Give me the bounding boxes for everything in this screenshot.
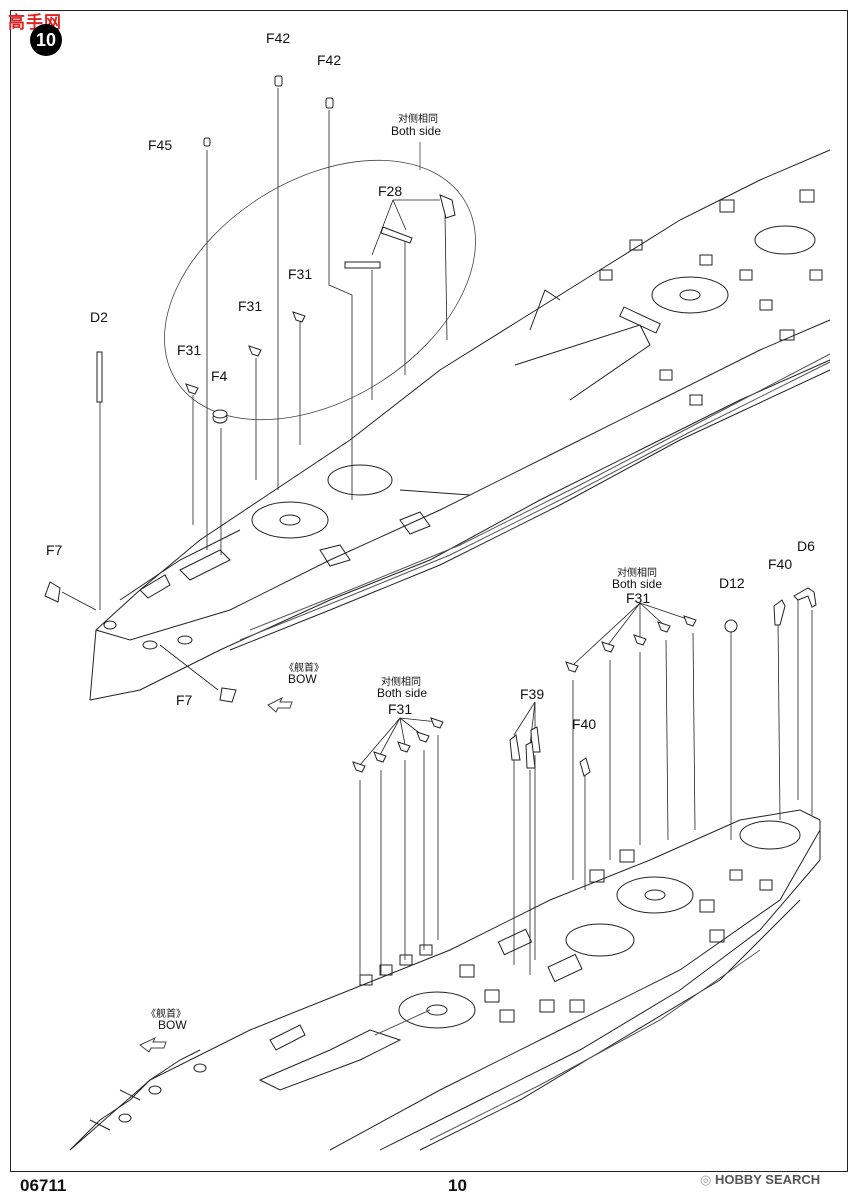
label-f39: F39 <box>520 686 545 702</box>
both-side-cn-left: 对侧相同 <box>381 677 421 688</box>
watermark: ◎ HOBBY SEARCH <box>700 1172 821 1187</box>
f28-gun-a <box>439 194 456 219</box>
f39-part-c <box>525 741 536 769</box>
bow-en-top: BOW <box>288 672 317 686</box>
step-number-badge: 10 <box>30 24 62 56</box>
bottom-parts <box>352 587 817 777</box>
both-side-en-top: Both side <box>391 124 442 138</box>
f7-part-b <box>219 687 237 703</box>
both-side-en-right: Both side <box>612 577 663 591</box>
f28-gun-c <box>344 261 381 269</box>
label-f45: F45 <box>148 137 173 153</box>
product-code: 06711 <box>20 1176 67 1195</box>
label-f42-b: F42 <box>317 52 342 68</box>
bow-cn-bottom: 《舰首》 <box>146 1009 186 1020</box>
top-parts <box>44 75 456 703</box>
page-number: 10 <box>448 1176 467 1195</box>
label-f28: F28 <box>378 183 403 199</box>
label-f40-top: F40 <box>768 556 793 572</box>
bow-en-bottom: BOW <box>158 1018 187 1032</box>
f40-part-top <box>773 599 786 626</box>
page-border <box>10 10 848 1172</box>
d12-part <box>724 619 738 633</box>
label-f7-b: F7 <box>176 692 193 708</box>
top-leader-lines <box>61 88 448 691</box>
label-d6: D6 <box>797 538 815 554</box>
f31-part-a <box>292 311 306 323</box>
f45-part <box>203 137 211 147</box>
label-f7-a: F7 <box>46 542 63 558</box>
label-f31-c: F31 <box>177 342 202 358</box>
bow-arrow-bottom <box>139 1036 167 1053</box>
watermark-icon: ◎ <box>700 1172 715 1187</box>
label-f31-left: F31 <box>388 701 413 717</box>
label-f31-b: F31 <box>238 298 263 314</box>
f31-part-b <box>248 345 262 357</box>
both-side-cn-right: 对侧相同 <box>617 568 657 579</box>
f40-part-mid <box>579 757 591 777</box>
label-f31-right: F31 <box>626 590 651 606</box>
f28-gun-b <box>380 226 413 244</box>
label-f40-mid: F40 <box>572 716 597 732</box>
label-f4: F4 <box>211 368 228 384</box>
top-hull <box>89 149 831 701</box>
f31-part-c <box>185 383 199 395</box>
label-d2: D2 <box>90 309 108 325</box>
f7-part-a <box>44 581 61 603</box>
f39-part-a <box>509 734 521 761</box>
both-side-en-left: Both side <box>377 686 428 700</box>
both-side-outline <box>164 159 476 421</box>
label-f31-a: F31 <box>288 266 313 282</box>
bow-cn-top: 《舰首》 <box>284 663 324 674</box>
f42-part-b <box>325 97 334 109</box>
d6-part <box>793 587 817 608</box>
label-d12: D12 <box>719 575 745 591</box>
f42-part-a <box>274 75 283 87</box>
d2-mast <box>96 351 103 403</box>
bottom-leader-lines <box>359 598 813 985</box>
label-f42-a: F42 <box>266 30 291 46</box>
bottom-hull <box>69 809 821 1151</box>
bow-arrow-top <box>267 696 293 713</box>
both-side-cn-top: 对侧相同 <box>398 114 438 125</box>
